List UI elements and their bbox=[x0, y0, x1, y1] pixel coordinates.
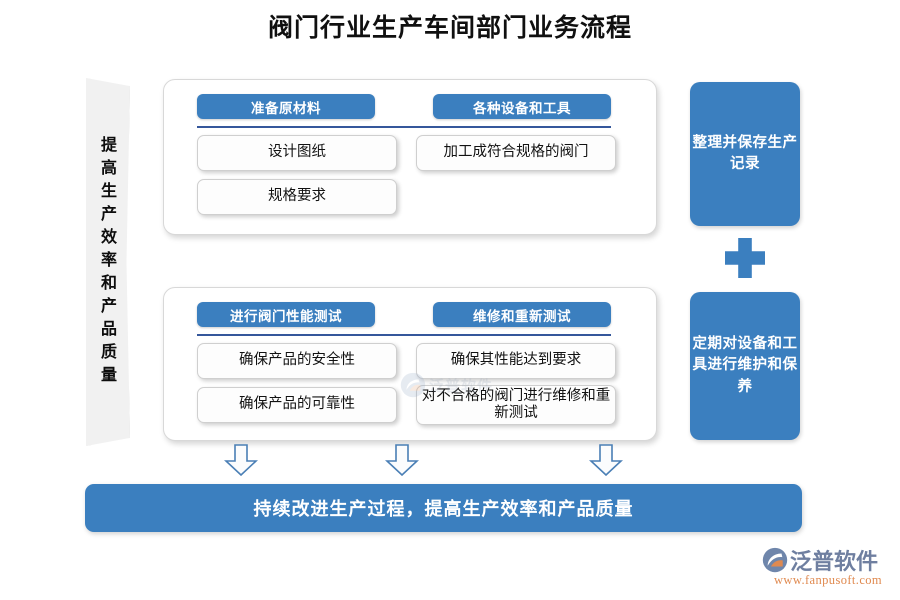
blue-box-maintenance[interactable]: 定期对设备和工具进行维护和保养 bbox=[690, 292, 800, 440]
left-banner-label: 提高生产效率和产品质量 bbox=[98, 135, 115, 389]
bottom-summary-banner: 持续改进生产过程，提高生产效率和产品质量 bbox=[85, 484, 802, 532]
logo-name: 泛普软件 bbox=[790, 548, 879, 574]
column-header-valve-performance-test[interactable]: 进行阀门性能测试 bbox=[197, 302, 375, 327]
list-item[interactable]: 确保其性能达到要求 bbox=[416, 343, 616, 379]
page-title: 阀门行业生产车间部门业务流程 bbox=[267, 14, 632, 42]
list-item[interactable]: 对不合格的阀门进行维修和重新测试 bbox=[416, 385, 616, 425]
list-item[interactable]: 规格要求 bbox=[197, 179, 397, 215]
arrow-down-icon bbox=[589, 444, 623, 476]
logo-url: www.fanpusoft.com bbox=[774, 573, 883, 587]
blue-box-save-records[interactable]: 整理并保存生产记录 bbox=[690, 82, 800, 226]
fanpu-swoosh-icon bbox=[762, 547, 788, 572]
left-vertical-banner: 提高生产效率和产品质量 bbox=[86, 78, 130, 446]
column-header-equipment-tools[interactable]: 各种设备和工具 bbox=[433, 94, 611, 119]
arrow-down-icon bbox=[385, 444, 419, 476]
list-item[interactable]: 加工成符合规格的阀门 bbox=[416, 135, 616, 171]
process-card-preparation: 准备原材料 各种设备和工具 设计图纸 规格要求 加工成符合规格的阀门 bbox=[163, 79, 657, 235]
logo: 泛普软件 www.fanpusoft.com bbox=[762, 546, 894, 590]
card-divider bbox=[197, 126, 611, 128]
process-card-testing: 进行阀门性能测试 维修和重新测试 确保产品的安全性 确保产品的可靠性 确保其性能… bbox=[163, 287, 657, 441]
list-item[interactable]: 确保产品的可靠性 bbox=[197, 387, 397, 423]
card-divider bbox=[197, 334, 611, 336]
card-columns: 准备原材料 各种设备和工具 设计图纸 规格要求 加工成符合规格的阀门 bbox=[164, 80, 656, 234]
logo-row: 泛普软件 bbox=[762, 546, 894, 574]
card-columns: 进行阀门性能测试 维修和重新测试 确保产品的安全性 确保产品的可靠性 确保其性能… bbox=[164, 288, 656, 440]
list-item[interactable]: 确保产品的安全性 bbox=[197, 343, 397, 379]
column-header-prepare-materials[interactable]: 准备原材料 bbox=[197, 94, 375, 119]
plus-icon bbox=[725, 238, 765, 278]
column-header-repair-retest[interactable]: 维修和重新测试 bbox=[433, 302, 611, 327]
list-item[interactable]: 设计图纸 bbox=[197, 135, 397, 171]
arrow-down-icon bbox=[224, 444, 258, 476]
